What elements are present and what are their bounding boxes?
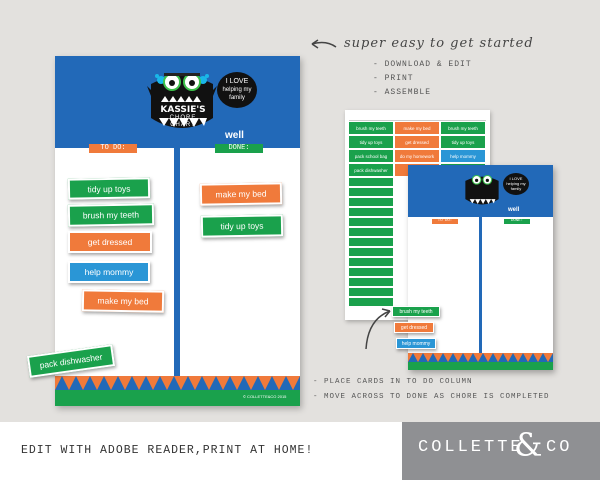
chart-subtitle-2: CHART <box>170 122 196 128</box>
sheet-card: help mommy <box>441 150 485 162</box>
small-monster-icon <box>463 168 501 217</box>
small-done-label: DONE: <box>504 219 530 224</box>
done-card-tidy-up-toys[interactable]: tidy up toys <box>200 214 284 238</box>
done-card-make-my-bed[interactable]: make my bed <box>199 182 283 206</box>
sheet-blank-card <box>349 278 393 286</box>
speech-bubble <box>217 72 257 108</box>
sheet-blank-card <box>349 228 393 236</box>
small-speech-bubble <box>503 173 529 195</box>
chart-footer: © COLLETTE&CO 2015 <box>243 394 287 399</box>
speech-line-1: I LOVE <box>225 78 249 85</box>
sheet-blank-card <box>349 188 393 196</box>
well-text: well <box>225 130 244 141</box>
small-divider <box>479 217 482 357</box>
brand-right: CO <box>546 438 573 457</box>
small-well-text: well <box>508 207 520 213</box>
chart-subtitle-1: CHORE <box>169 115 197 121</box>
step-download: - DOWNLOAD & EDIT <box>373 60 472 69</box>
sheet-card: tidy up toys <box>441 136 485 148</box>
sheet-card: pack school bag <box>349 150 393 162</box>
footer-text: EDIT WITH ADOBE READER,PRINT AT HOME! <box>21 444 314 457</box>
sheet-card: pack dishwasher <box>349 164 393 176</box>
sheet-card: get dressed <box>395 136 439 148</box>
small-todo-label: TO DO: <box>432 219 458 224</box>
small-speech-2: helping my <box>506 181 526 186</box>
tagline: super easy to get started <box>344 36 534 51</box>
sheet-blank-card <box>349 298 393 306</box>
done-label: DONE: <box>215 144 263 153</box>
sheet-blank-card <box>349 208 393 216</box>
sheet-card: brush my teeth <box>441 122 485 134</box>
todo-label: TO DO: <box>89 144 137 153</box>
small-card-brush-my-teeth[interactable]: brush my teeth <box>392 306 440 317</box>
todo-card-get-dressed[interactable]: get dressed <box>68 231 152 253</box>
curved-arrow-icon <box>362 305 394 356</box>
sheet-card: brush my teeth <box>349 122 393 134</box>
small-bottom-strip <box>408 353 553 370</box>
small-card-help-mommy[interactable]: help mommy <box>396 338 436 349</box>
todo-card-brush-my-teeth[interactable]: brush my teeth <box>67 203 155 227</box>
brand-amp: & <box>514 426 543 464</box>
sheet-card: make my bed <box>395 122 439 134</box>
speech-line-2: helping my <box>222 87 252 93</box>
chart-name: KASSIE'S <box>160 105 206 115</box>
small-speech-3: family <box>510 186 522 191</box>
brand-block <box>402 422 600 480</box>
todo-card-make-my-bed[interactable]: make my bed <box>81 289 165 313</box>
sheet-blank-card <box>349 248 393 256</box>
sheet-blank-card <box>349 268 393 276</box>
sheet-header <box>349 114 486 121</box>
monster-icon <box>147 60 217 147</box>
small-chart: I LOVE helping my family well TO DO: DON… <box>408 165 553 370</box>
sheet-blank-card <box>349 198 393 206</box>
step-print: - PRINT <box>373 74 414 83</box>
sheet-blank-card <box>349 258 393 266</box>
sheet-blank-card <box>349 178 393 186</box>
column-divider <box>174 140 180 386</box>
sheet-blank-card <box>349 288 393 296</box>
todo-card-tidy-up-toys[interactable]: tidy up toys <box>67 177 151 200</box>
brand-left: COLLETTE <box>418 438 524 457</box>
small-card-get-dressed[interactable]: get dressed <box>394 322 434 333</box>
sheet-blank-card <box>349 218 393 226</box>
sheet-blank-card <box>349 238 393 246</box>
bottom-strip <box>55 376 300 406</box>
instruction-place: - PLACE CARDS IN TO DO COLUMN <box>313 378 473 386</box>
todo-column-header <box>55 140 173 146</box>
sheet-card: do my homework <box>395 150 439 162</box>
step-assemble: - ASSEMBLE <box>373 88 432 97</box>
todo-card-help-mommy[interactable]: help mommy <box>68 261 150 283</box>
small-speech-1: I LOVE <box>509 176 523 181</box>
instruction-move: - MOVE ACROSS TO DONE AS CHORE IS COMPLE… <box>313 393 550 401</box>
sheet-card: tidy up toys <box>349 136 393 148</box>
speech-line-3: family <box>229 95 245 101</box>
arrow-left-icon <box>308 38 338 57</box>
